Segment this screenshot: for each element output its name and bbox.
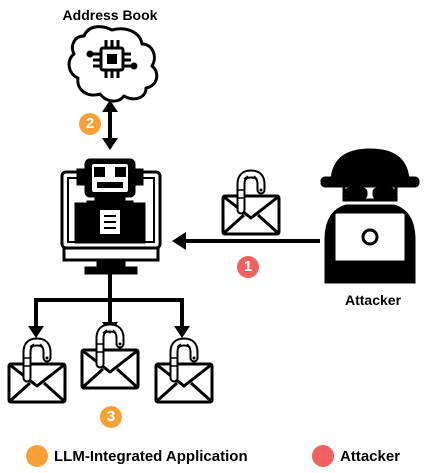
attacker-label: Attacker	[344, 292, 402, 308]
hacker-icon	[320, 148, 420, 284]
distribution-arrows	[34, 274, 184, 330]
legend-llm-app-dot	[26, 445, 48, 467]
worm-email-icon	[9, 342, 65, 402]
step-2-badge: 2	[79, 113, 101, 135]
worm-email-icon	[223, 174, 279, 234]
arrow-attacker-app	[172, 232, 320, 250]
legend-attacker-dot	[312, 445, 334, 467]
step-1-badge: 1	[237, 256, 259, 278]
brain-chip-icon	[67, 25, 159, 103]
legend-attacker-label: Attacker	[340, 448, 401, 465]
address-book-label: Address Book	[62, 7, 158, 23]
worm-email-icon	[82, 328, 138, 388]
step-3-badge: 3	[100, 406, 122, 428]
arrow-brain-app	[102, 100, 118, 150]
worm-email-icon	[156, 342, 212, 402]
robot-computer-icon	[60, 158, 162, 275]
legend-llm-app-label: LLM-Integrated Application	[54, 448, 248, 465]
